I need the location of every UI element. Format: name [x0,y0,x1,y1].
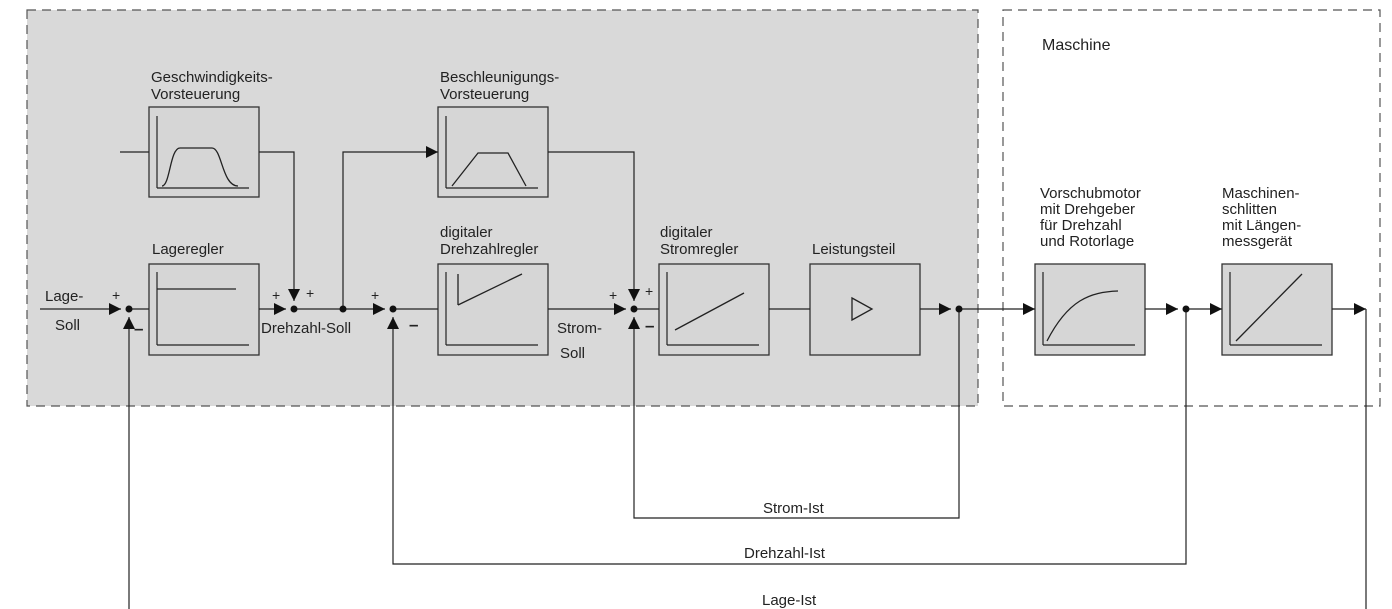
junction-points [125,305,1190,313]
svg-text:+: + [645,283,653,299]
svg-text:+: + [306,285,314,301]
feedback-paths [123,309,1367,609]
velocity-feedforward-block [148,106,260,198]
velocity-feedforward-label: Geschwindigkeits- Vorsteuerung [151,69,277,103]
current-actual-label: Strom-Ist [763,500,825,517]
current-controller-label: digitaler Stromregler [660,224,738,258]
power-stage-block [809,263,921,356]
machine-title: Maschine [1042,37,1111,54]
summing-signs: + – + + + – + + – [112,283,654,338]
svg-text:+: + [371,287,379,303]
svg-text:+: + [272,287,280,303]
speed-actual-label: Drehzahl-Ist [744,545,826,562]
power-stage-label: Leistungsteil [812,241,895,258]
feedforward-paths [120,146,640,309]
acceleration-feedforward-label: Beschleunigungs- Vorsteuerung [440,69,563,103]
motor-label: Vorschubmotor mit Drehgeber für Drehzahl… [1040,185,1145,250]
position-controller-block [148,263,260,356]
svg-text:–: – [645,316,654,335]
acceleration-feedforward-block [437,106,549,198]
amplifier-triangle-icon [851,296,874,322]
speed-controller-label: digitaler Drehzahlregler [440,224,538,258]
svg-text:–: – [409,315,418,334]
position-setpoint-label: Lage- Soll [45,288,88,334]
machine-region [1002,9,1381,407]
svg-text:–: – [134,319,143,338]
position-actual-label: Lage-Ist [762,592,817,609]
svg-text:+: + [609,287,617,303]
speed-controller-block [437,263,549,356]
svg-text:+: + [112,287,120,303]
current-setpoint-label: Strom- Soll [557,320,606,362]
position-controller-label: Lageregler [152,241,224,258]
motor-block [1034,263,1146,356]
current-controller-block [658,263,770,356]
slide-block [1221,263,1333,356]
slide-label: Maschinen- schlitten mit Längen- messger… [1222,185,1305,250]
speed-setpoint-label: Drehzahl-Soll [261,320,351,337]
